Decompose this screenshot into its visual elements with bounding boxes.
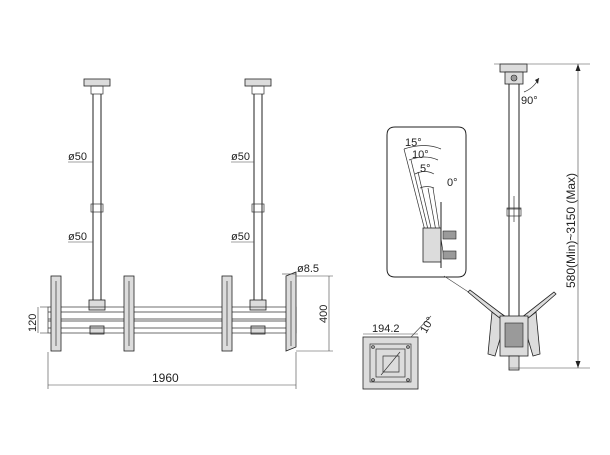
height-range-label: 580(Min)~3150 (Max) — [564, 173, 578, 288]
mounting-plate-view: 194.2 10° — [362, 315, 437, 390]
side-view: 90° 580(Min)~3150 (Max) — [467, 63, 590, 371]
ceiling-pole-right — [244, 78, 272, 335]
display-bracket — [221, 275, 233, 352]
tilt-detail-callout: 15° 10° 5° 0° — [386, 126, 506, 317]
tube-diameter-label: ø50 — [231, 231, 250, 243]
plate-width-label: 194.2 — [372, 323, 400, 335]
tilt-angle-label: 10° — [412, 149, 429, 161]
display-bracket — [50, 275, 62, 352]
tilt-angle-label: 0° — [447, 177, 458, 189]
display-bracket — [123, 275, 135, 352]
tube-diameter-label: ø50 — [68, 151, 87, 163]
total-width-label: 1960 — [152, 371, 179, 385]
rotation-angle-label: 90° — [521, 95, 538, 107]
rail-height-label: 120 — [27, 314, 39, 332]
front-view: ø50 ø50 ø50 ø50 — [27, 78, 333, 389]
plate-tilt-label: 10° — [418, 315, 437, 335]
display-bracket — [285, 271, 297, 352]
tube-diameter-label: ø50 — [68, 231, 87, 243]
tilt-angle-label: 15° — [405, 137, 422, 149]
tube-diameter-label: ø50 — [231, 151, 250, 163]
bracket-height-label: 400 — [318, 305, 330, 323]
ceiling-pole-left — [83, 78, 111, 335]
tilt-angle-label: 5° — [420, 163, 431, 175]
hole-diameter-label: ø8.5 — [297, 263, 319, 275]
